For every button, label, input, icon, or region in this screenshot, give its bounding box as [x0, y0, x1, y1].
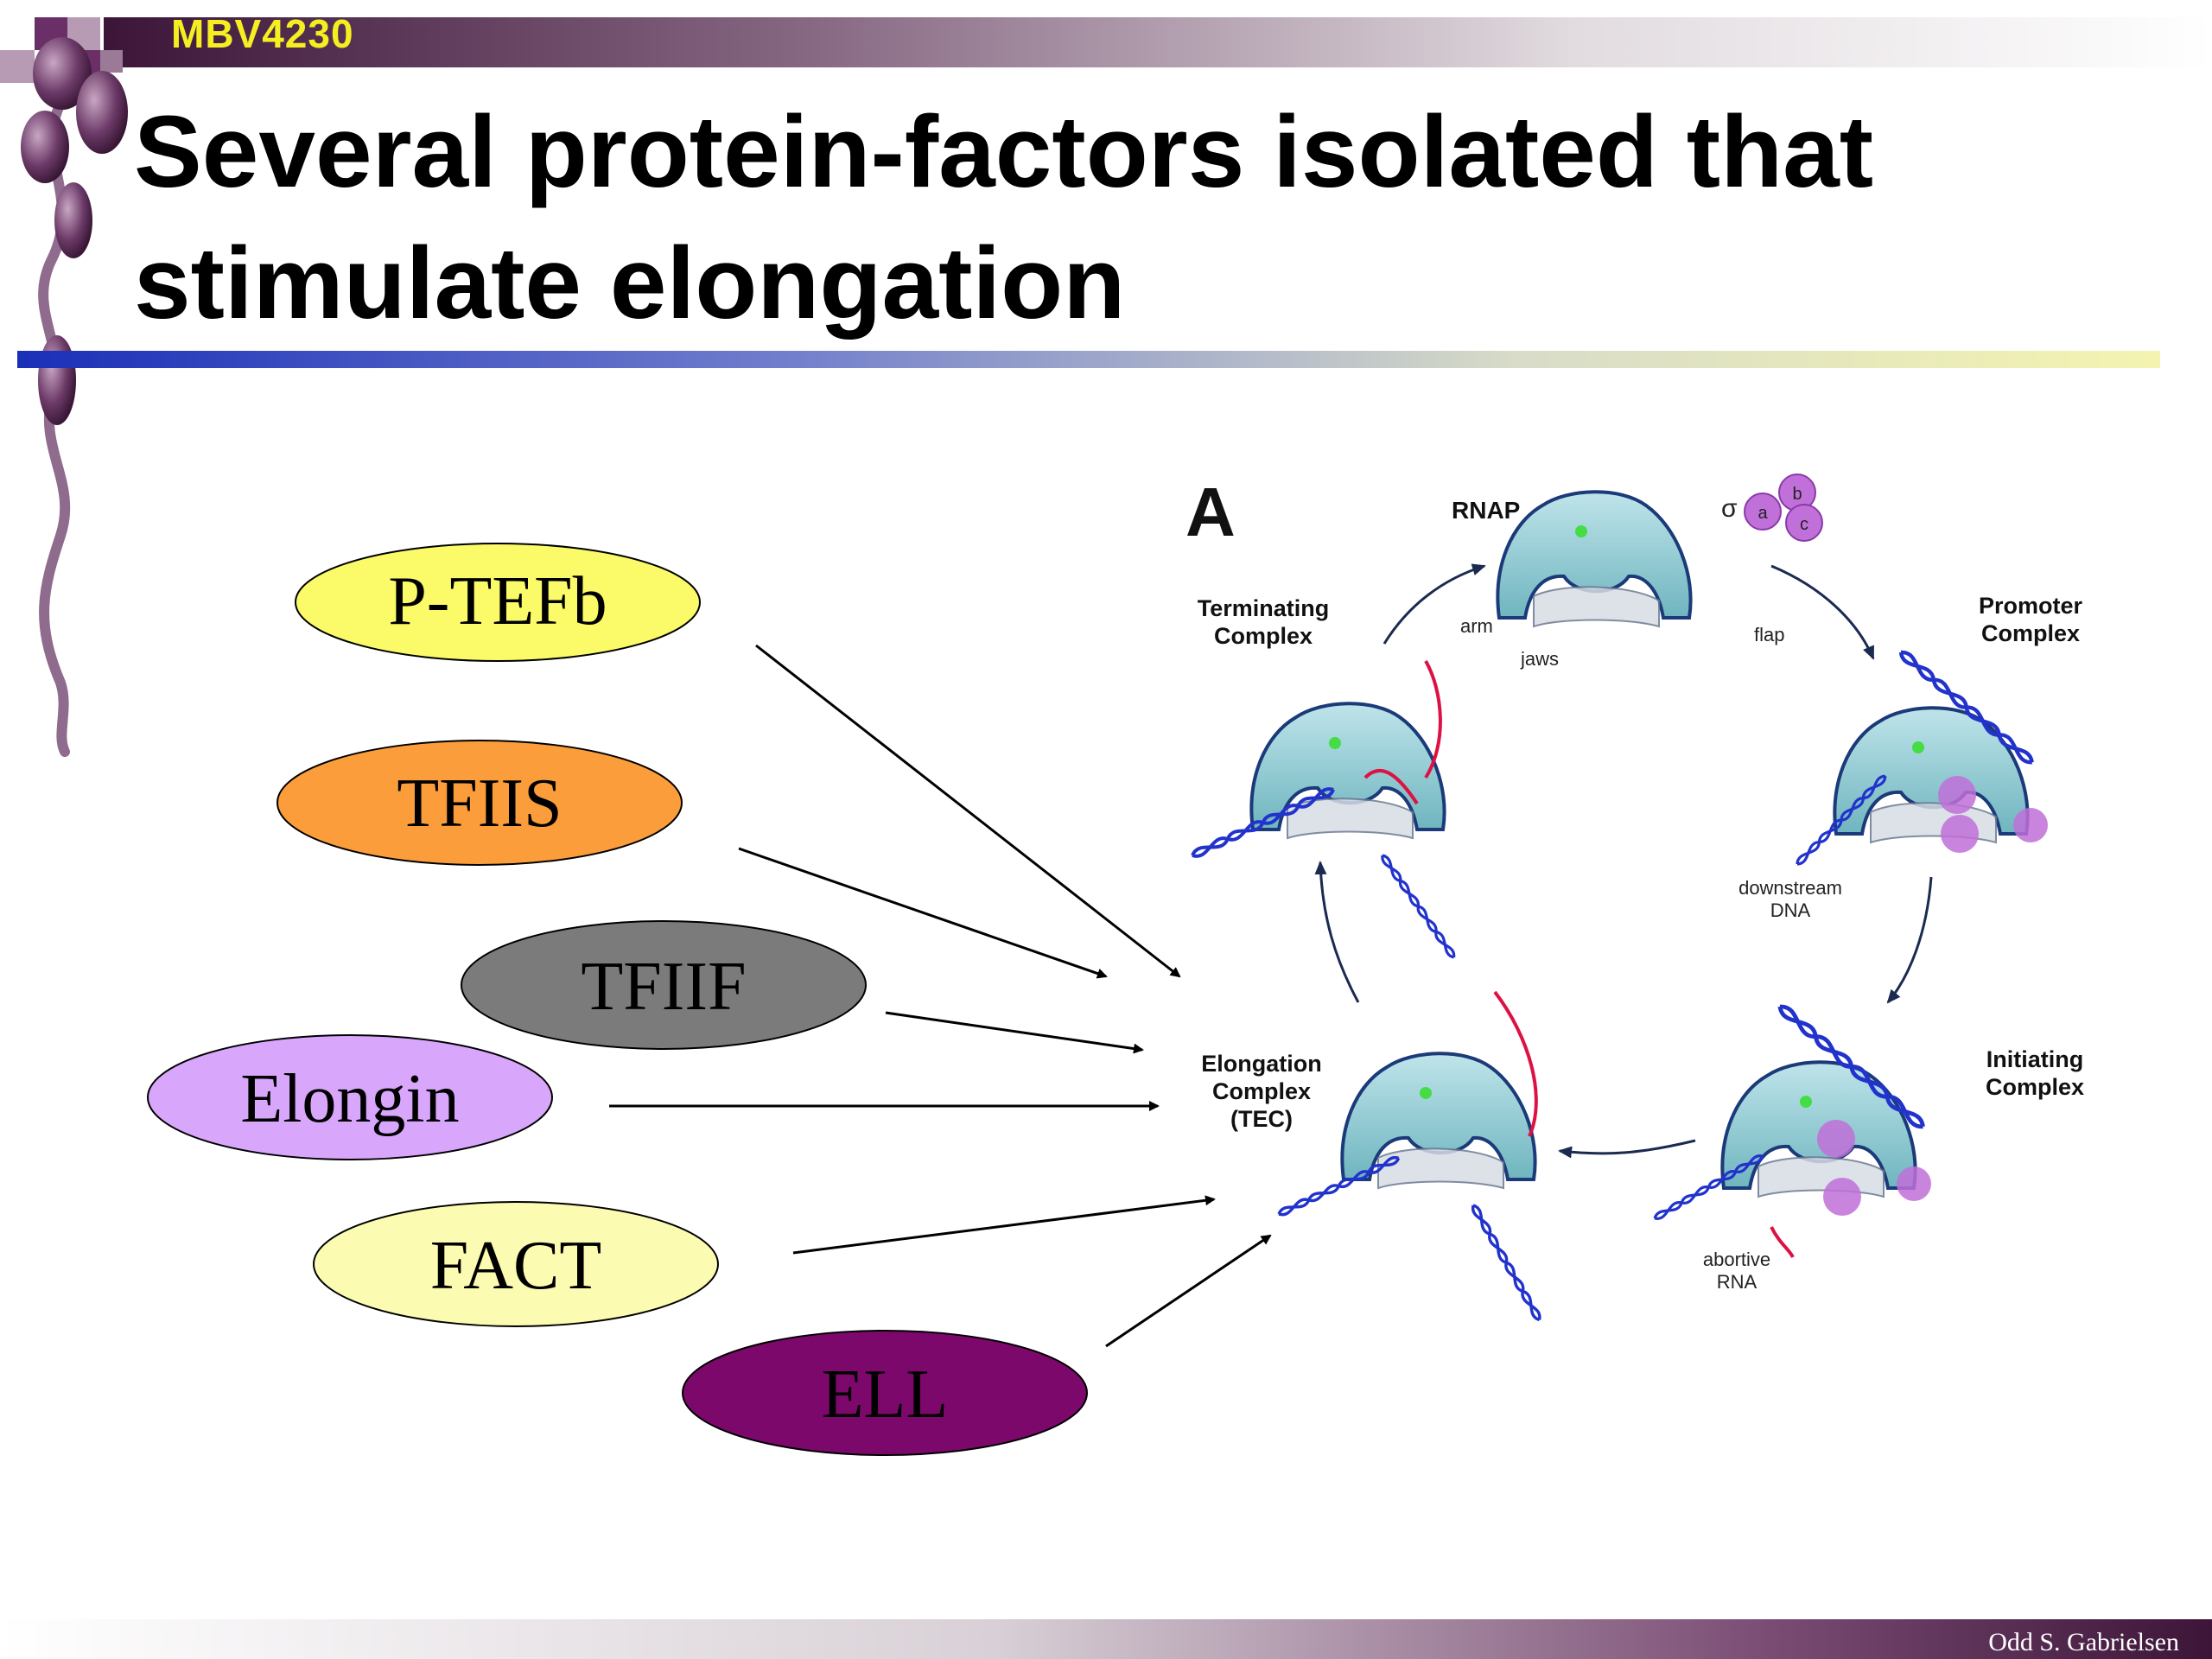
factor-label: TFIIS [397, 766, 562, 842]
downstream-label-line2: DNA [1770, 899, 1811, 921]
downstream-label-line1: downstream [1738, 877, 1842, 899]
arrow-tfiis [738, 847, 1108, 979]
cycle-arrows [1314, 563, 1933, 1159]
arrow-p-tefb [755, 644, 1181, 978]
footer-bar [0, 1619, 2212, 1659]
factor-arrows [609, 644, 1272, 1348]
abortive-label-line1: abortive [1703, 1249, 1770, 1270]
factor-label: Elongin [240, 1061, 459, 1137]
sigma-factor: σ a b c [1721, 474, 1823, 542]
sigma-subunit-label: c [1800, 515, 1808, 534]
factor-elongin: Elongin [147, 1034, 553, 1160]
factor-ell: ELL [682, 1330, 1088, 1456]
terminating-label-line1: Terminating [1198, 595, 1330, 621]
elongation-label-line1: Elongation [1201, 1051, 1321, 1077]
terminating-label-line2: Complex [1214, 623, 1313, 649]
transcription-cycle-diagram: A RNAP arm jaws flap σ [1185, 474, 2084, 1323]
arrow-tfiif [885, 1011, 1144, 1054]
sigma-subunit-label: a [1758, 504, 1768, 523]
flap-label: flap [1754, 624, 1784, 645]
factor-tfiis: TFIIS [276, 740, 683, 866]
header-bar [104, 17, 2212, 67]
footer-author: Odd S. Gabrielsen [1988, 1628, 2179, 1656]
factor-tfiif: TFIIF [461, 920, 867, 1050]
vine-decoration [21, 37, 128, 757]
factor-label: ELL [822, 1357, 949, 1433]
elongation-label-line3: (TEC) [1230, 1106, 1293, 1132]
promoter-label-line2: Complex [1981, 620, 2080, 646]
rnap-label: RNAP [1452, 497, 1520, 524]
factor-p-tefb: P-TEFb [295, 543, 701, 662]
sigma-label: σ [1721, 494, 1738, 523]
factor-label: P-TEFb [388, 563, 607, 639]
factor-fact: FACT [313, 1201, 719, 1327]
arrow-fact [792, 1195, 1216, 1255]
promoter-label-line1: Promoter [1979, 593, 2083, 619]
elongation-complex: Elongation Complex (TEC) [1201, 990, 1544, 1323]
initiating-label-line1: Initiating [1986, 1046, 2083, 1072]
promoter-complex: Promoter Complex downstream DNA [1738, 593, 2082, 921]
jaws-label: jaws [1520, 648, 1559, 670]
sigma-subunit-label: b [1792, 485, 1802, 504]
title-rule [17, 351, 2160, 368]
rnap-free: RNAP arm jaws flap [1452, 490, 1784, 670]
initiating-complex: Initiating Complex abortive RNA [1651, 1003, 2084, 1293]
terminating-complex: Terminating Complex [1189, 595, 1458, 961]
initiating-label-line2: Complex [1986, 1074, 2084, 1100]
arm-label: arm [1460, 615, 1493, 637]
slide-title: Several protein-factors isolated that st… [134, 95, 1874, 340]
arrow-ell [1105, 1234, 1272, 1348]
course-code: MBV4230 [171, 11, 354, 56]
elongation-label-line2: Complex [1212, 1078, 1311, 1104]
factor-label: FACT [430, 1228, 602, 1304]
factor-label: TFIIF [581, 949, 746, 1025]
panel-label: A [1185, 474, 1236, 550]
abortive-label-line2: RNA [1717, 1271, 1758, 1293]
